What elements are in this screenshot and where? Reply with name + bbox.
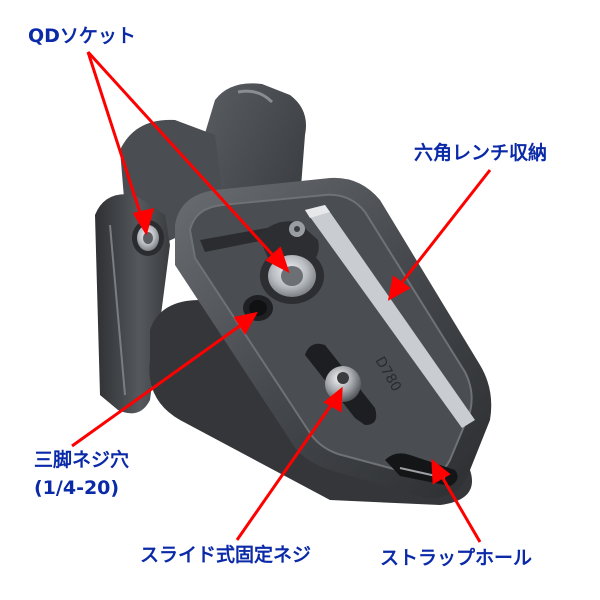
arrow-hex-head [387, 275, 411, 301]
arrow-strap [436, 469, 482, 543]
label-sliding-screw: スライド式固定ネジ [140, 544, 312, 566]
arrow-slide [235, 397, 338, 541]
arrow-qd-arm-head [132, 207, 155, 236]
label-hex-wrench-storage: 六角レンチ収納 [414, 142, 548, 164]
arrow-strap-head [431, 458, 451, 485]
arrow-qd-plate-head [265, 246, 290, 274]
sliding-screw [325, 366, 361, 402]
arrow-tripod-head [233, 311, 258, 335]
arrow-qd-arm [86, 51, 145, 223]
label-strap-hole: ストラップホール [380, 547, 533, 569]
main-plate [175, 177, 492, 499]
label-tripod-screw-size: (1/4-20) [34, 477, 120, 499]
callout-arrows [71, 50, 492, 543]
qd-socket-arm [132, 220, 164, 256]
label-qd-socket: QDソケット [28, 25, 136, 47]
arrow-slide-head [323, 386, 343, 413]
qd-socket-plate [260, 248, 324, 304]
arrow-qd-plate [86, 50, 282, 265]
arrow-tripod [71, 318, 249, 448]
label-tripod-screw-hole: 三脚ネジ穴 [34, 449, 130, 471]
arrow-hex [394, 169, 492, 291]
